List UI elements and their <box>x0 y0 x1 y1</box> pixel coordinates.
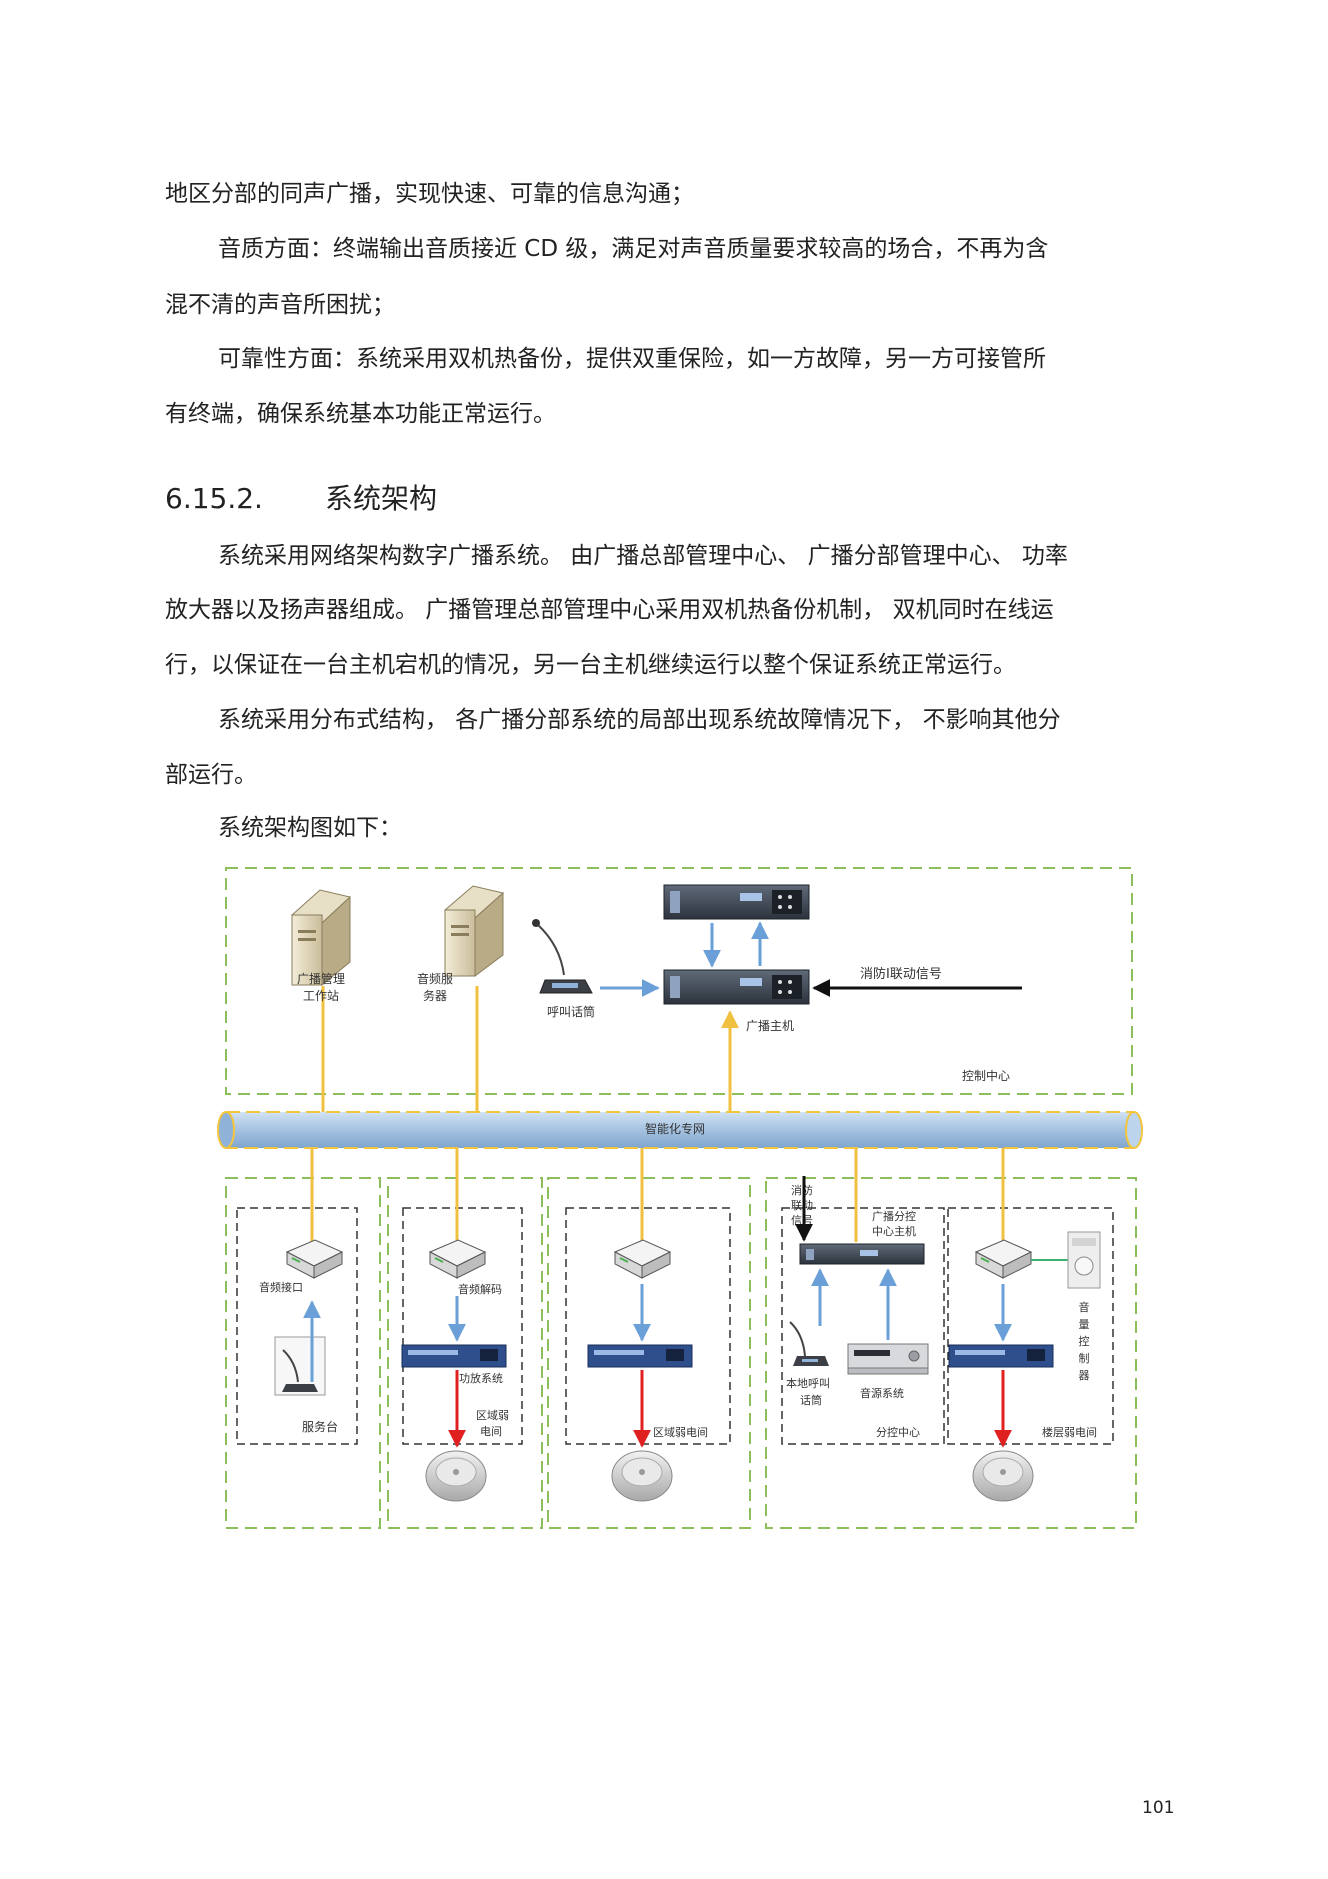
fire-signal-label: 消防I联动信号 <box>860 966 942 982</box>
sub-host-label: 广播分控 <box>872 1209 916 1223</box>
amplifier-icon <box>948 1344 1054 1368</box>
backup-host-icon <box>663 884 810 920</box>
amplifier-icon <box>587 1344 693 1368</box>
audio-decoder-label: 音频解码 <box>458 1282 502 1296</box>
paragraph-line: 有终端，确保系统基本功能正常运行。 <box>165 401 556 427</box>
paragraph-line: 混不清的声音所困扰； <box>165 292 395 318</box>
service-desk-label: 服务台 <box>302 1419 338 1434</box>
floor-room-inner-frame <box>947 1207 1114 1445</box>
network-tube <box>217 1111 1143 1149</box>
network-label: 智能化专网 <box>645 1121 705 1136</box>
paragraph-line: 地区分部的同声广播，实现快速、可靠的信息沟通； <box>165 181 694 207</box>
speaker-icon <box>972 1450 1034 1502</box>
amplifier-label: 功放系统 <box>459 1371 503 1385</box>
fire-link-label: 消防 <box>791 1183 813 1197</box>
paragraph-line: 行，以保证在一台主机宕机的情况，另一台主机继续运行以整个保证系统正常运行。 <box>165 652 1016 678</box>
control-center-frame <box>225 867 1133 1095</box>
host-label: 广播主机 <box>746 1019 794 1033</box>
service-desk-frame <box>225 1177 381 1529</box>
audio-interface-icon <box>285 1239 344 1279</box>
zone-room-label: 区域弱 <box>476 1409 509 1422</box>
audio-decoder-icon <box>428 1239 487 1279</box>
zone-room-label: 电间 <box>480 1425 502 1438</box>
audio-source-icon <box>847 1343 929 1375</box>
section-heading: 6.15.2. 系统架构 <box>165 477 437 517</box>
service-desk-mic-icon <box>274 1336 326 1396</box>
section-title: 系统架构 <box>325 482 438 515</box>
zone-frame-1 <box>387 1177 543 1529</box>
audio-server-label: 音频服 <box>417 971 453 986</box>
sub-center-inner-frame <box>781 1207 945 1445</box>
sub-host-label: 中心主机 <box>872 1224 916 1238</box>
local-mic-icon <box>789 1321 829 1366</box>
fire-link-label: 信号 <box>791 1214 813 1227</box>
sub-center-frame <box>765 1177 1137 1529</box>
volume-controller-label: 量 <box>1079 1318 1090 1331</box>
paragraph-line: 部运行。 <box>165 762 257 788</box>
paragraph-line: 可靠性方面：系统采用双机热备份，提供双重保险，如一方故障，另一方可接管所 <box>218 346 1046 372</box>
paragraph-line: 系统采用分布式结构， 各广播分部系统的局部出现系统故障情况下， 不影响其他分 <box>218 707 1061 733</box>
page-number: 101 <box>1142 1798 1175 1818</box>
audio-source-label: 音源系统 <box>860 1386 904 1400</box>
volume-controller-icon <box>1067 1231 1101 1289</box>
volume-controller-label: 音 <box>1079 1300 1090 1314</box>
audio-server-label: 务器 <box>423 988 447 1003</box>
paragraph-line: 放大器以及扬声器组成。 广播管理总部管理中心采用双机热备份机制， 双机同时在线运 <box>165 597 1054 623</box>
zone-room-label: 区域弱电间 <box>653 1426 708 1439</box>
volume-controller-label: 器 <box>1079 1369 1090 1382</box>
local-mic-label: 本地呼叫 <box>786 1376 830 1390</box>
workstation-label: 广播管理 <box>297 971 345 986</box>
speaker-icon <box>425 1450 487 1502</box>
broadcast-host-icon <box>663 969 810 1005</box>
workstation-label: 工作站 <box>303 989 339 1003</box>
local-mic-label: 话筒 <box>800 1393 822 1407</box>
sub-host-icon <box>799 1243 925 1265</box>
amplifier-icon <box>401 1344 507 1368</box>
audio-decoder-icon <box>613 1239 672 1279</box>
paging-mic-label: 呼叫话筒 <box>547 1004 595 1019</box>
zone-frame-2 <box>547 1177 751 1529</box>
workstation-icon <box>290 889 352 987</box>
audio-server-icon <box>443 885 505 977</box>
speaker-icon <box>611 1450 673 1502</box>
paging-mic-icon <box>532 919 593 994</box>
paragraph-line: 系统架构图如下： <box>218 815 402 841</box>
floor-room-label: 楼层弱电间 <box>1042 1425 1097 1439</box>
sub-center-label: 分控中心 <box>876 1425 920 1439</box>
volume-controller-label: 控 <box>1079 1334 1090 1348</box>
paragraph-line: 系统采用网络架构数字广播系统。 由广播总部管理中心、 广播分部管理中心、 功率 <box>218 543 1068 569</box>
service-desk-inner-frame <box>236 1207 358 1445</box>
fire-link-label: 联动 <box>791 1199 813 1212</box>
section-number: 6.15.2. <box>165 482 263 515</box>
zone-inner-frame-1 <box>402 1207 523 1445</box>
audio-decoder-icon <box>974 1239 1033 1279</box>
audio-interface-label: 音频接口 <box>259 1280 303 1294</box>
volume-controller-label: 制 <box>1079 1352 1090 1365</box>
control-center-label: 控制中心 <box>962 1068 1010 1083</box>
paragraph-line: 音质方面：终端输出音质接近 CD 级，满足对声音质量要求较高的场合，不再为含 <box>218 236 1049 262</box>
